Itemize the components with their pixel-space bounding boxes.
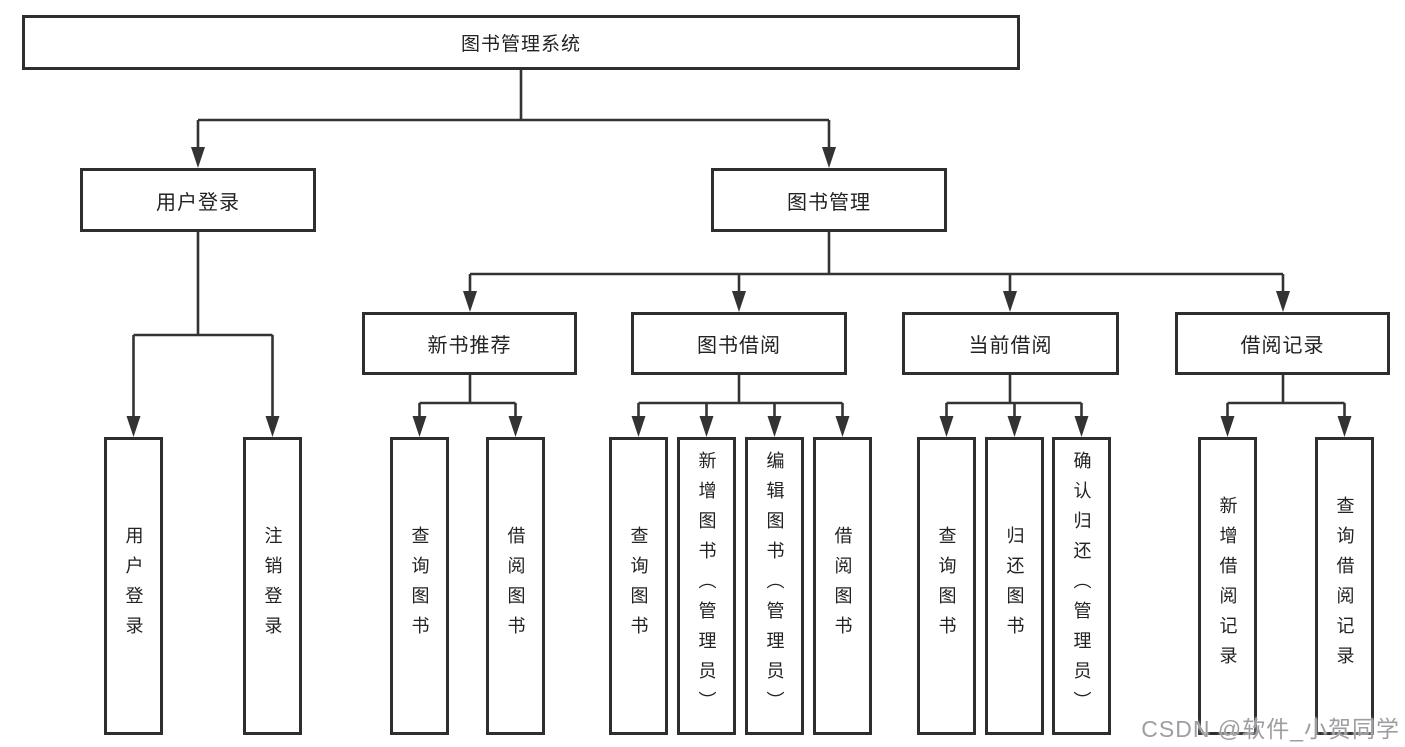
arrowhead-icon — [835, 416, 850, 437]
arrowhead-icon — [1337, 416, 1352, 437]
leaf-record-query-borrow-record: 查询借阅记录 — [1315, 437, 1374, 735]
leaf-user-login: 用户登录 — [104, 437, 163, 735]
leaf-borrow-add-book-admin: 新增图书（管理员） — [677, 437, 736, 735]
node-user-login: 用户登录 — [80, 168, 316, 232]
node-library-management-system: 图书管理系统 — [22, 15, 1020, 70]
arrowhead-icon — [191, 147, 205, 168]
arrowhead-icon — [126, 416, 141, 437]
node-label: 新书推荐 — [427, 335, 512, 357]
leaf-label: 查询图书 — [628, 526, 649, 646]
arrowhead-icon — [631, 416, 646, 437]
leaf-label: 用户登录 — [123, 526, 144, 646]
node-label: 用户登录 — [156, 191, 240, 214]
arrowhead-icon — [1007, 416, 1022, 437]
arrowhead-icon — [508, 416, 523, 437]
arrowhead-icon — [1276, 291, 1290, 312]
arrowhead-icon — [1074, 416, 1089, 437]
connector-current-borrow-to-leaves — [939, 375, 1089, 437]
leaf-newbook-borrow-book: 借阅图书 — [486, 437, 545, 735]
leaf-current-confirm-return-admin: 确认归还（管理员） — [1052, 437, 1111, 735]
node-label: 图书管理 — [787, 191, 871, 214]
leaf-newbook-query-book: 查询图书 — [390, 437, 449, 735]
connector-borrow-record-to-leaves — [1220, 375, 1352, 437]
leaf-label: 查询图书 — [409, 526, 430, 646]
leaf-label: 确认归还（管理员） — [1071, 451, 1092, 721]
leaf-record-add-borrow-record: 新增借阅记录 — [1198, 437, 1257, 735]
connector-book-mgmt-to-level2 — [463, 232, 1290, 312]
leaf-borrow-query-book: 查询图书 — [609, 437, 668, 735]
leaf-label: 借阅图书 — [505, 526, 526, 646]
node-borrow-record: 借阅记录 — [1175, 312, 1390, 375]
arrowhead-icon — [265, 416, 280, 437]
node-label: 图书借阅 — [697, 335, 781, 357]
node-book-borrow: 图书借阅 — [631, 312, 847, 375]
leaf-label: 编辑图书（管理员） — [764, 451, 785, 721]
arrowhead-icon — [767, 416, 782, 437]
arrowhead-icon — [412, 416, 427, 437]
leaf-label: 借阅图书 — [832, 526, 853, 646]
arrowhead-icon — [1003, 291, 1017, 312]
leaf-borrow-edit-book-admin: 编辑图书（管理员） — [745, 437, 804, 735]
node-current-borrow: 当前借阅 — [902, 312, 1119, 375]
leaf-borrow-borrow-book: 借阅图书 — [813, 437, 872, 735]
node-label: 图书管理系统 — [460, 34, 581, 55]
leaf-current-return-book: 归还图书 — [985, 437, 1044, 735]
leaf-label: 注销登录 — [262, 526, 283, 646]
node-label: 借阅记录 — [1240, 335, 1325, 357]
node-new-book-recommend: 新书推荐 — [362, 312, 577, 375]
csdn-watermark: CSDN @软件_小贺同学 — [1141, 716, 1400, 742]
leaf-label: 归还图书 — [1004, 526, 1025, 646]
connector-user-login-to-leaves — [126, 232, 280, 437]
arrowhead-icon — [822, 147, 836, 168]
leaf-label: 新增图书（管理员） — [696, 451, 717, 721]
connector-book-borrow-to-leaves — [631, 375, 850, 437]
connector-new-book-to-leaves — [412, 375, 523, 437]
node-book-management: 图书管理 — [711, 168, 947, 232]
arrowhead-icon — [699, 416, 714, 437]
arrowhead-icon — [463, 291, 477, 312]
arrowhead-icon — [732, 291, 746, 312]
leaf-current-query-book: 查询图书 — [917, 437, 976, 735]
arrowhead-icon — [1220, 416, 1235, 437]
arrowhead-icon — [939, 416, 954, 437]
leaf-label: 新增借阅记录 — [1217, 496, 1238, 676]
leaf-logout-login: 注销登录 — [243, 437, 302, 735]
leaf-label: 查询图书 — [936, 526, 957, 646]
leaf-label: 查询借阅记录 — [1334, 496, 1355, 676]
node-label: 当前借阅 — [968, 335, 1053, 357]
connector-root-to-level1 — [191, 70, 836, 168]
